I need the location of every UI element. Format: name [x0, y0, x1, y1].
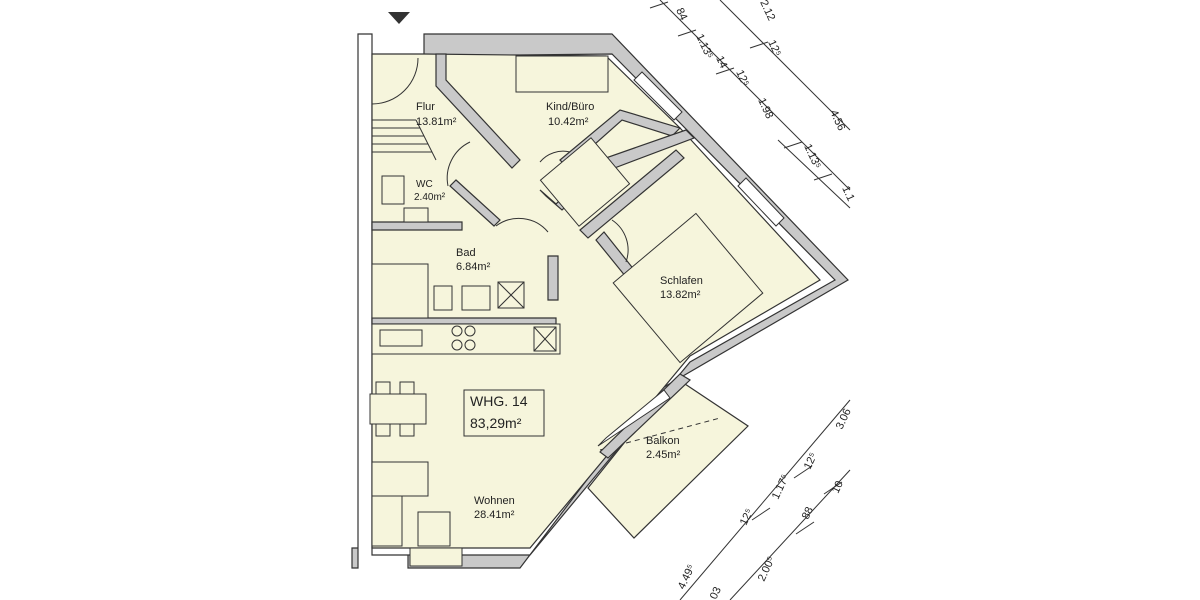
dim-upper-9: 2.12	[757, 0, 777, 23]
room-name-kind: Kind/Büro	[546, 101, 594, 113]
kitchen-counter	[371, 323, 561, 355]
outer-wall	[351, 33, 849, 569]
dim-lower-7: 4.49⁵	[676, 563, 698, 592]
dim-upper-1: 1.13⁵	[693, 32, 715, 61]
room-area-schlafen: 13.82m²	[660, 289, 701, 301]
dim-upper-5: 1.13⁵	[801, 142, 823, 171]
dim-lower-2: 1.17⁵	[770, 473, 792, 502]
dim-upper-0: 84	[673, 6, 689, 22]
room-name-flur: Flur	[416, 101, 435, 113]
room-area-wohnen: 28.41m²	[474, 509, 515, 521]
unit-label-box	[463, 389, 545, 437]
room-name-wc: WC	[416, 179, 433, 190]
dim-upper-4: 1.98	[755, 96, 775, 120]
room-name-bad: Bad	[456, 247, 476, 259]
stairs	[372, 119, 437, 161]
windows	[597, 71, 785, 447]
dim-lower-6: 2.00⁵	[756, 555, 778, 584]
room-area-flur: 13.81m²	[416, 116, 457, 128]
north-arrow-icon	[388, 12, 410, 24]
room-area-wc: 2.40m²	[414, 192, 446, 203]
dim-upper-3: 12⁵	[733, 68, 751, 88]
room-area-kind: 10.42m²	[548, 116, 589, 128]
room-area-bad: 6.84m²	[456, 261, 491, 273]
room-name-balkon: Balkon	[646, 435, 680, 447]
bathroom-fixtures	[371, 175, 525, 319]
dim-upper-2: 14	[713, 54, 729, 70]
dimension-lines-lower	[679, 399, 851, 600]
dim-upper-8: 12⁵	[765, 38, 783, 58]
dim-upper-7: 4.56	[827, 108, 847, 132]
stove-icon	[451, 325, 463, 337]
room-name-wohnen: Wohnen	[474, 495, 515, 507]
room-area-balkon: 2.45m²	[646, 449, 681, 461]
dim-lower-5: 12⁵	[738, 507, 756, 527]
room-name-schlafen: Schlafen	[660, 275, 703, 287]
unit-title: WHG. 14	[470, 393, 528, 409]
dim-lower-8: 03	[708, 585, 724, 600]
dim-lower-3: 10	[830, 479, 846, 495]
dim-lower-4: 88	[800, 505, 816, 521]
dim-upper-6: 1.1	[839, 184, 856, 203]
dim-lower-0: 3.06	[834, 407, 854, 431]
dimension-lines-upper	[649, 0, 851, 209]
sink-icon	[379, 329, 423, 347]
dimension-labels-upper: 84 1.13⁵ 14 12⁵ 1.98 1.13⁵ 1.1 4.56 12⁵ …	[673, 0, 856, 203]
doors	[371, 57, 629, 263]
unit-area: 83,29m²	[470, 415, 522, 431]
furniture	[369, 55, 764, 567]
